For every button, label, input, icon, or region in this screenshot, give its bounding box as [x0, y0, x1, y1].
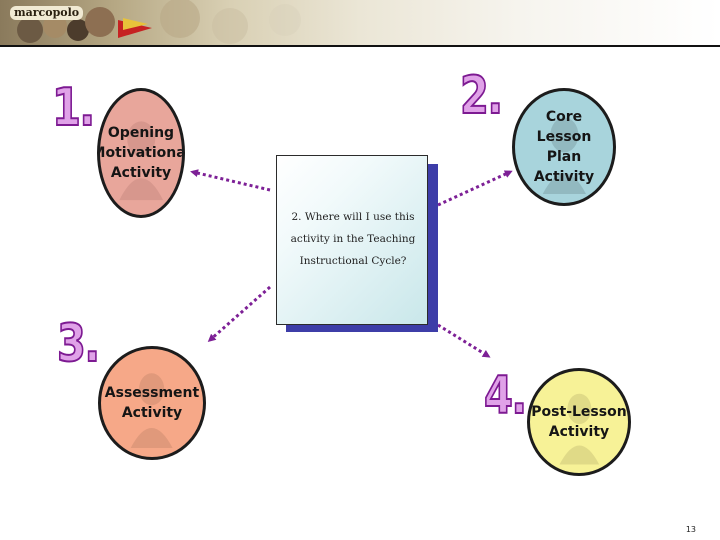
step-number-3: 3. [56, 314, 101, 374]
step-label-post-lesson: Post-Lesson Activity [531, 404, 627, 440]
step-label-opening: Opening Motivational Activity [100, 125, 185, 181]
step-number-2: 2. [459, 66, 504, 126]
step-circle-opening: Opening Motivational Activity [97, 88, 185, 218]
arrow-to-step-1 [190, 169, 271, 192]
page-number: 13 [685, 525, 696, 534]
step-circle-assessment: Assessment Activity [98, 346, 206, 460]
header-divider [0, 45, 720, 47]
arrow-to-step-4 [437, 323, 491, 358]
marcopolo-logo[interactable]: marcopolo [10, 6, 84, 20]
step-circle-core-lesson: Core Lesson Plan Activity [512, 88, 616, 206]
header-collage-image [17, 0, 301, 44]
question-card: 2. Where will I use this activity in the… [276, 155, 428, 325]
step-circle-post-lesson: Post-Lesson Activity [527, 368, 631, 476]
step-number-4: 4. [483, 366, 528, 426]
arrow-to-step-3 [207, 285, 271, 342]
question-text: 2. Where will I use this activity in the… [290, 211, 416, 267]
portrait-image [119, 121, 163, 201]
portrait-image [130, 373, 174, 449]
step-label-core-lesson: Core Lesson Plan Activity [533, 109, 595, 185]
step-number-1: 1. [51, 78, 96, 138]
portrait-image [559, 394, 599, 465]
header-banner: marcopolo [0, 0, 720, 47]
step-label-assessment: Assessment Activity [104, 385, 200, 421]
arrow-to-step-2 [437, 170, 513, 207]
portrait-image [542, 117, 586, 195]
